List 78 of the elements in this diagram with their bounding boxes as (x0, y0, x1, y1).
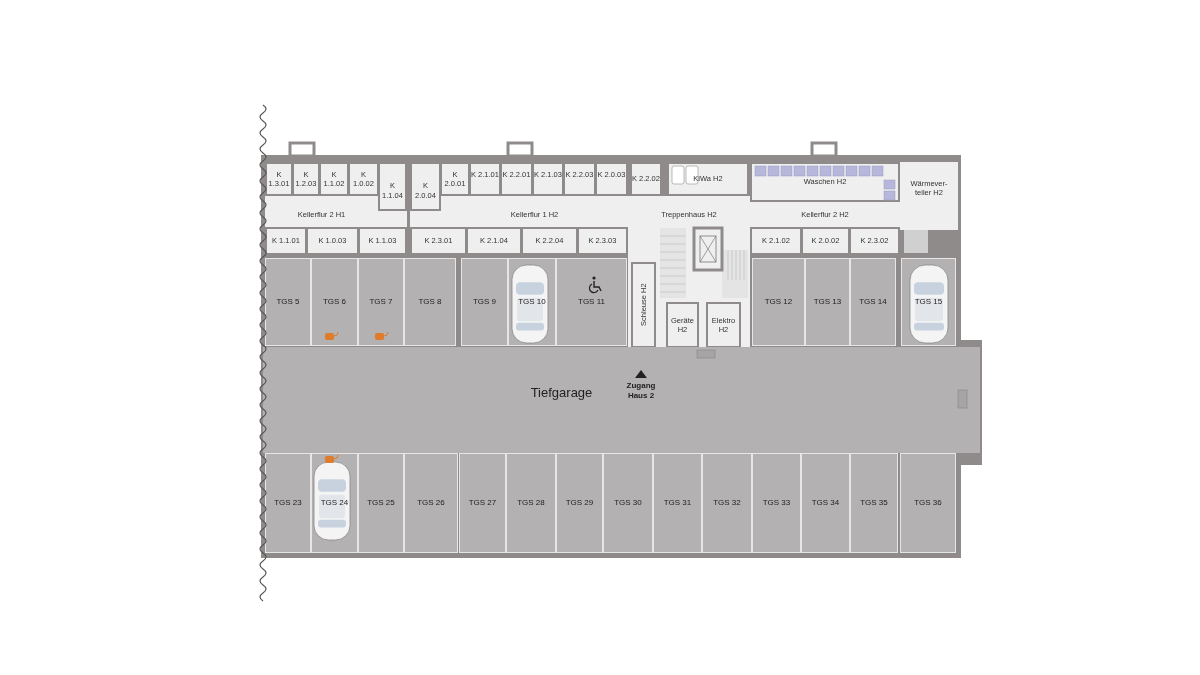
room-area (410, 162, 441, 211)
parking-space (850, 453, 898, 553)
room-area (306, 227, 359, 255)
room-area (440, 162, 470, 196)
space-label: TGS 34 (811, 498, 840, 508)
space-label: TGS 5 (276, 297, 300, 307)
room-area (319, 162, 349, 196)
space-label: TGS 12 (764, 297, 793, 307)
space-label: TGS 6 (322, 297, 347, 307)
parking-space (461, 258, 508, 346)
space-label: TGS 26 (417, 498, 445, 508)
room-area (532, 162, 564, 196)
room-area (801, 227, 850, 255)
space-label: TGS 36 (914, 498, 942, 508)
space-label: TGS 25 (367, 498, 395, 508)
parking-space (358, 453, 404, 553)
entrance-label: Zugang Haus 2 (625, 381, 657, 401)
space-label: TGS 14 (859, 297, 887, 307)
space-label: TGS 15 (914, 297, 943, 307)
room-area (378, 162, 407, 211)
room-area (706, 302, 741, 348)
space-label: TGS 9 (472, 297, 497, 307)
parking-space (603, 453, 653, 553)
space-label: TGS 7 (369, 297, 393, 307)
space-label: TGS 13 (813, 297, 842, 307)
room-area (666, 302, 699, 348)
space-label: TGS 30 (614, 498, 642, 508)
room-area (900, 162, 958, 230)
space-label: TGS 33 (762, 498, 791, 508)
parking-space (358, 258, 404, 346)
parking-space (900, 453, 956, 553)
space-label: TGS 29 (565, 498, 594, 508)
room-area (469, 162, 501, 196)
space-label: TGS 32 (713, 498, 741, 508)
parking-space (653, 453, 702, 553)
space-label: TGS 23 (274, 498, 302, 508)
room-area (410, 227, 467, 255)
room-area (265, 196, 378, 227)
space-label: TGS 28 (517, 498, 545, 508)
room-area (348, 162, 379, 196)
parking-space (556, 258, 627, 346)
parking-space (265, 453, 311, 553)
room-area (265, 227, 307, 255)
parking-space (801, 453, 850, 553)
room-area (500, 162, 533, 196)
space-label: TGS 11 (578, 297, 605, 307)
room-area (849, 227, 900, 255)
parking-space (404, 453, 458, 553)
parking-space (702, 453, 752, 553)
space-label: TGS 27 (468, 498, 497, 508)
room-area (563, 162, 596, 196)
room-area (292, 162, 320, 196)
driving-lane (263, 347, 980, 453)
space-label: TGS 24 (320, 498, 349, 508)
room-area (521, 227, 578, 255)
parking-space (506, 453, 556, 553)
room-area (750, 227, 802, 255)
parking-space (311, 258, 358, 346)
room-area (358, 227, 407, 255)
room-area (631, 262, 656, 348)
room-label: Tiefgarage (530, 384, 593, 402)
space-label: TGS 10 (518, 297, 546, 307)
room-area (595, 162, 628, 196)
room-area (265, 162, 293, 196)
room-area (577, 227, 628, 255)
room-area (630, 162, 662, 196)
parking-space (850, 258, 896, 346)
room-area (466, 227, 522, 255)
parking-space (752, 258, 805, 346)
parking-space (404, 258, 456, 346)
space-label: TGS 31 (663, 498, 692, 508)
parking-space (752, 453, 801, 553)
parking-space (805, 258, 850, 346)
space-label: TGS 8 (418, 297, 442, 307)
parking-space (556, 453, 603, 553)
space-label: TGS 35 (860, 498, 888, 508)
parking-space (459, 453, 506, 553)
parking-space (265, 258, 311, 346)
